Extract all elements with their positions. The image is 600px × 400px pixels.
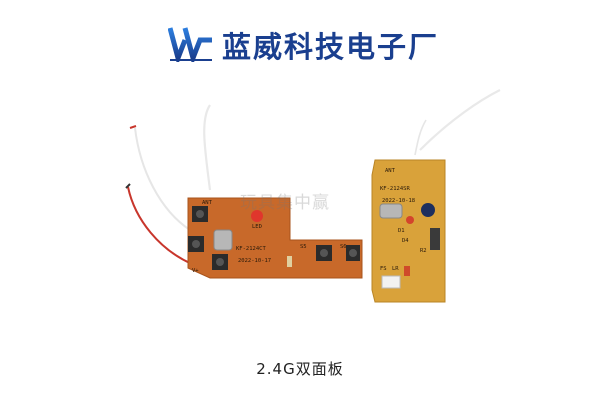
svg-text:S6: S6 xyxy=(340,244,347,250)
crystal-right xyxy=(379,203,403,219)
svg-text:D1: D1 xyxy=(398,228,405,234)
watermark: 玩具集中赢 xyxy=(240,193,330,213)
svg-text:LED: LED xyxy=(252,224,262,230)
caption: 2.4G双面板 xyxy=(256,360,344,378)
product-photo: ANT LED KF-2124CT 2022-10-17 V+ S5 S6 AN… xyxy=(125,89,501,303)
tact-switches xyxy=(188,206,360,270)
svg-text:FS: FS xyxy=(380,266,387,272)
slide-switch xyxy=(430,228,440,250)
white-wire-antenna-left xyxy=(203,104,212,191)
svg-text:2022-10-18: 2022-10-18 xyxy=(382,198,415,204)
red-wire-power xyxy=(127,186,193,265)
svg-text:ANT: ANT xyxy=(385,168,396,174)
red-led xyxy=(251,210,263,222)
svg-text:V+: V+ xyxy=(192,268,199,274)
header: 蓝威科技电子厂 xyxy=(0,18,600,68)
svg-text:2022-10-17: 2022-10-17 xyxy=(238,258,271,264)
white-wire-power xyxy=(134,127,191,231)
white-wire-antenna-right xyxy=(419,89,501,151)
svg-text:ANT: ANT xyxy=(202,200,213,206)
right-pcb xyxy=(371,159,446,303)
connector xyxy=(381,275,401,289)
svg-text:R2: R2 xyxy=(420,248,427,254)
lw-logo-icon xyxy=(168,27,212,62)
capacitor xyxy=(421,203,435,217)
svg-text:KF-2124SR: KF-2124SR xyxy=(380,186,410,192)
svg-text:D4: D4 xyxy=(402,238,409,244)
svg-text:KF-2124CT: KF-2124CT xyxy=(236,246,266,252)
svg-text:LR: LR xyxy=(392,266,399,272)
brand-name: 蓝威科技电子厂 xyxy=(222,30,440,64)
svg-text:S5: S5 xyxy=(300,244,307,250)
crystal xyxy=(213,229,233,251)
